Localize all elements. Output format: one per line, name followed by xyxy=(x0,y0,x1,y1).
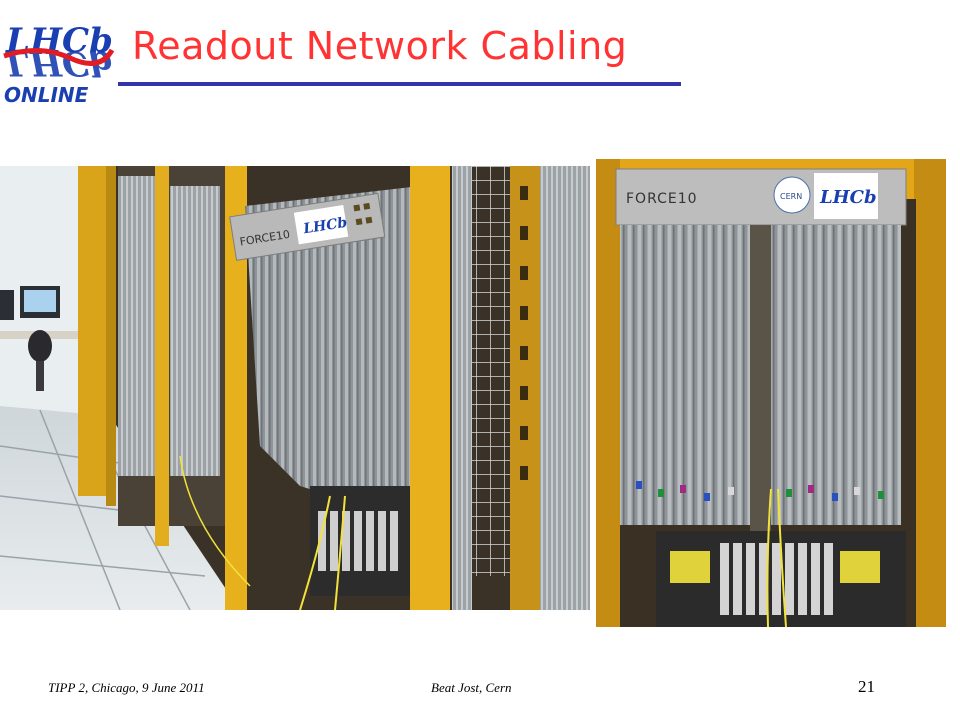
lhcb-online-logo: LHCb LHCb ONLINE xyxy=(0,0,118,108)
title-underline xyxy=(118,82,681,86)
slide-title: Readout Network Cabling xyxy=(132,24,628,68)
plate-cern-logo: CERN xyxy=(780,192,802,201)
plate-logo-right: LHCb xyxy=(819,187,877,208)
plate-logo-left: LHCb xyxy=(301,215,348,238)
plate-brand-right: FORCE10 xyxy=(626,191,698,207)
rack-cabling-photo-right: FORCE10 CERN LHCb xyxy=(596,159,946,627)
footer-author: Beat Jost, Cern xyxy=(431,680,512,695)
rack-cabling-photo-left: FORCE10 LHCb xyxy=(0,166,590,610)
footer-event: TIPP 2, Chicago, 9 June 2011 xyxy=(48,680,205,695)
logo-online-text: ONLINE xyxy=(4,83,89,107)
page-number: 21 xyxy=(858,677,875,696)
